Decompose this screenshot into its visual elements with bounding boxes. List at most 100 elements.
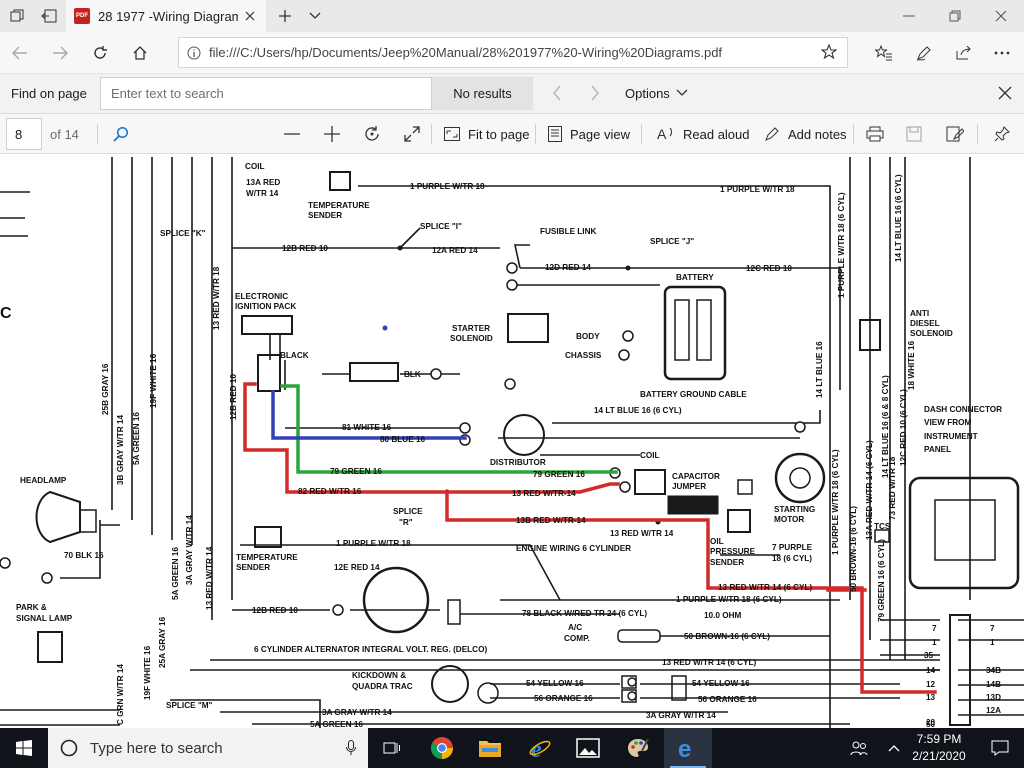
divider bbox=[535, 124, 536, 144]
label: 12B RED 10 bbox=[252, 606, 298, 615]
rotate-icon[interactable] bbox=[357, 119, 387, 149]
read-aloud-button[interactable]: A Read aloud bbox=[657, 119, 750, 149]
label: 19F WHITE 16 bbox=[149, 353, 158, 408]
label: 54 YELLOW 16 bbox=[692, 679, 750, 688]
divider bbox=[431, 124, 432, 144]
refresh-icon[interactable] bbox=[84, 37, 116, 69]
label: 13D bbox=[986, 693, 1001, 702]
taskbar-clock[interactable]: 7:59 PM 2/21/2020 bbox=[904, 731, 974, 765]
tab-preview-chevron-icon[interactable] bbox=[298, 0, 332, 32]
label: 3A GRAY W/TR 14 bbox=[646, 711, 716, 720]
label: 7 bbox=[990, 624, 995, 633]
page-view-button[interactable]: Page view bbox=[548, 119, 630, 149]
favorites-icon[interactable] bbox=[868, 37, 900, 69]
label: 70 BLK 16 bbox=[64, 551, 104, 560]
tab-actions-icon[interactable] bbox=[0, 0, 34, 32]
label: "R" bbox=[399, 518, 413, 527]
pdf-document-view[interactable]: COIL 13A RED W/TR 14 TEMPERATURE SENDER … bbox=[0, 154, 1024, 728]
label: 79 GREEN 16 bbox=[533, 470, 585, 479]
label: 14 LT BLUE 16 bbox=[815, 341, 824, 398]
page-view-label: Page view bbox=[570, 126, 630, 142]
share-icon[interactable] bbox=[948, 37, 980, 69]
fit-to-page-label: Fit to page bbox=[468, 126, 530, 142]
notes-pen-icon[interactable] bbox=[908, 37, 940, 69]
label: 1 PURPLE W/TR 18 (6 CYL) bbox=[837, 192, 846, 298]
label: 12B RED 10 bbox=[229, 374, 238, 420]
tab-pdf-document[interactable]: PDF 28 1977 -Wiring Diagram bbox=[66, 0, 266, 32]
label: DASH CONNECTOR bbox=[924, 405, 1002, 414]
print-icon[interactable] bbox=[860, 119, 890, 149]
info-icon[interactable] bbox=[179, 46, 209, 60]
find-next-icon[interactable] bbox=[580, 78, 610, 108]
chevron-down-icon bbox=[676, 89, 688, 96]
search-circle-icon bbox=[60, 739, 78, 757]
label: 13A RED bbox=[246, 178, 280, 187]
minimize-icon[interactable] bbox=[886, 0, 932, 32]
label: 14 LT BLUE 16 (6 CYL) bbox=[894, 174, 903, 262]
add-notes-label: Add notes bbox=[788, 126, 847, 142]
people-icon[interactable] bbox=[846, 728, 872, 768]
label: 20 bbox=[926, 718, 936, 727]
page-number-input[interactable] bbox=[6, 118, 42, 150]
label: 12A bbox=[986, 706, 1001, 715]
save-as-icon[interactable] bbox=[940, 119, 970, 149]
back-icon[interactable] bbox=[4, 37, 36, 69]
find-close-icon[interactable] bbox=[990, 78, 1020, 108]
paint-icon[interactable] bbox=[614, 728, 662, 768]
internet-explorer-icon[interactable]: e bbox=[516, 728, 564, 768]
label: 14B bbox=[986, 680, 1001, 689]
new-tab-icon[interactable] bbox=[268, 0, 302, 32]
settings-more-icon[interactable] bbox=[986, 37, 1018, 69]
tab-title: 28 1977 -Wiring Diagram bbox=[98, 8, 238, 24]
microphone-icon[interactable] bbox=[346, 740, 356, 756]
tray-chevron-up-icon[interactable] bbox=[882, 728, 906, 768]
tab-close-icon[interactable] bbox=[242, 8, 258, 24]
label: 5A GREEN 16 bbox=[310, 720, 363, 728]
set-tabs-aside-icon[interactable] bbox=[32, 0, 66, 32]
action-center-icon[interactable] bbox=[980, 728, 1020, 768]
find-input[interactable] bbox=[100, 77, 432, 110]
label: 14 LT BLUE 16 (6 CYL) bbox=[594, 406, 682, 415]
label: SPLICE bbox=[393, 507, 423, 516]
restore-icon[interactable] bbox=[932, 0, 978, 32]
photos-icon[interactable] bbox=[564, 728, 612, 768]
zoom-out-icon[interactable] bbox=[277, 119, 307, 149]
label: SPLICE "J" bbox=[650, 237, 694, 246]
find-options-button[interactable]: Options bbox=[616, 78, 697, 108]
label: 1 bbox=[932, 638, 937, 647]
chrome-icon[interactable] bbox=[418, 728, 466, 768]
label: PRESSURE bbox=[710, 547, 756, 556]
read-aloud-label: Read aloud bbox=[683, 126, 750, 142]
favorite-star-icon[interactable] bbox=[820, 43, 838, 63]
task-view-icon[interactable] bbox=[368, 728, 416, 768]
label: SOLENOID bbox=[910, 329, 953, 338]
full-screen-icon[interactable] bbox=[397, 119, 427, 149]
label: OIL bbox=[710, 537, 724, 546]
edge-icon[interactable]: e bbox=[664, 728, 712, 768]
search-icon[interactable] bbox=[106, 119, 136, 149]
file-explorer-icon[interactable] bbox=[466, 728, 514, 768]
taskbar-search-box[interactable]: Type here to search bbox=[48, 728, 368, 768]
zoom-in-icon[interactable] bbox=[317, 119, 347, 149]
label: 13B RED W/TR-14 bbox=[516, 516, 586, 525]
pdf-icon: PDF bbox=[74, 8, 90, 24]
save-icon[interactable] bbox=[899, 119, 929, 149]
windows-taskbar: Type here to search e e 7:59 PM 2/21/202… bbox=[0, 728, 1024, 768]
label: SENDER bbox=[308, 211, 342, 220]
window-close-icon[interactable] bbox=[978, 0, 1024, 32]
label: ANTI bbox=[910, 309, 929, 318]
fit-to-page-button[interactable]: Fit to page bbox=[444, 119, 529, 149]
find-previous-icon[interactable] bbox=[542, 78, 572, 108]
label: 25B GRAY 16 bbox=[101, 363, 110, 415]
label: 54 YELLOW 16 bbox=[526, 679, 584, 688]
label: DIESEL bbox=[910, 319, 940, 328]
label: VIEW FROM bbox=[924, 418, 971, 427]
label: INSTRUMENT bbox=[924, 432, 978, 441]
pin-toolbar-icon[interactable] bbox=[987, 119, 1017, 149]
add-notes-button[interactable]: Add notes bbox=[764, 119, 847, 149]
label: 10.0 OHM bbox=[704, 611, 741, 620]
forward-icon[interactable] bbox=[44, 37, 76, 69]
home-icon[interactable] bbox=[124, 37, 156, 69]
address-bar[interactable]: file:///C:/Users/hp/Documents/Jeep%20Man… bbox=[178, 37, 848, 68]
start-button[interactable] bbox=[0, 728, 48, 768]
